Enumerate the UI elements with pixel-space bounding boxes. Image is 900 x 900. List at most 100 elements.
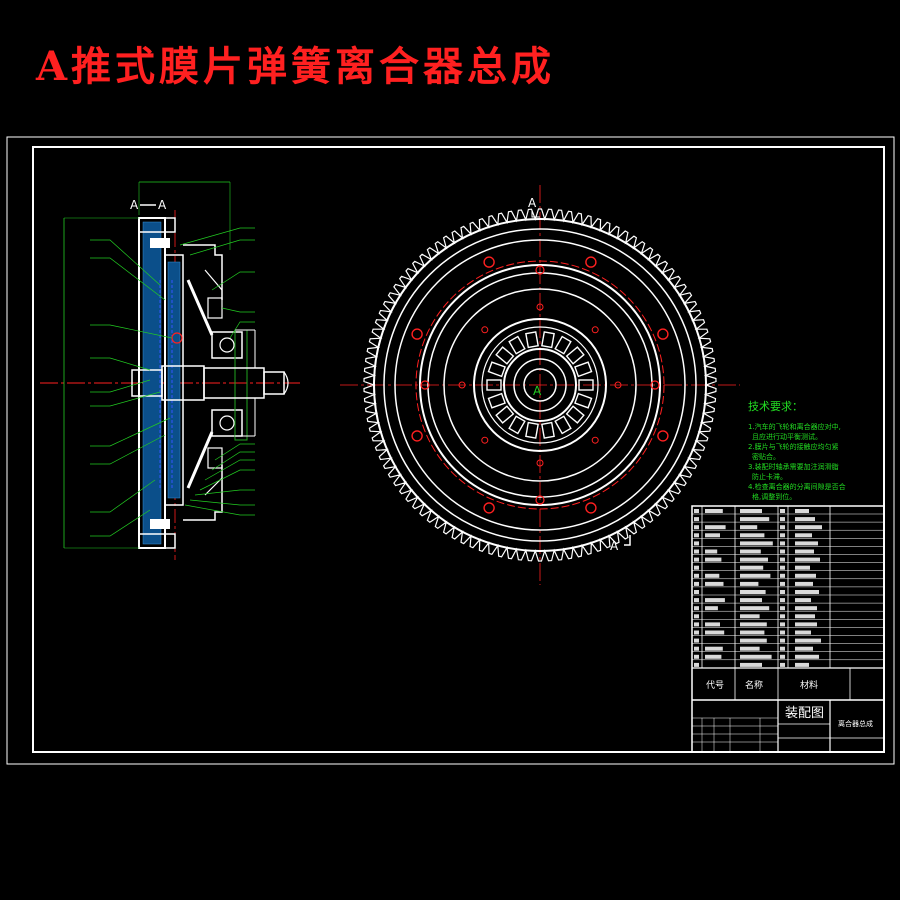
parts-list-cell [694,573,699,578]
spring-slot [574,392,593,409]
parts-list-cell [740,573,771,578]
parts-list-cell [780,654,785,659]
parts-list: 代号 名称 材料 装配图 离合器总成 [691,505,885,753]
parts-list-cell [740,606,770,611]
parts-list-cell [705,533,720,538]
parts-list-cell [705,573,720,578]
parts-list-cell [705,622,720,627]
parts-list-cell [780,517,785,522]
parts-list-cell [740,662,762,667]
tech-requirements: 技术要求： 1.汽车的飞轮和离合器应对中, 且应进行动平衡测试。 2.膜片与飞轮… [748,400,846,501]
parts-list-cell [705,654,722,659]
parts-list-cell [740,541,773,546]
parts-list-cell [795,573,816,578]
parts-list-cell [740,557,768,562]
section-arrow-bottom: A [610,539,619,553]
col-code: 代号 [706,680,724,691]
bolt-hole [483,256,495,268]
parts-list-cell [694,581,699,586]
spring-slot [565,405,585,424]
spring-slot [487,392,506,409]
parts-list-cell [795,517,815,522]
parts-list-cell [780,646,785,651]
rivet-hole [591,326,599,334]
bolt-hole [650,380,660,390]
tech-line: 3.装配时轴承需要加注润滑脂 [748,462,839,471]
parts-list-cell [694,517,699,522]
parts-list-cell [780,638,785,643]
parts-list-cell [795,622,817,627]
spring-slot [486,379,502,391]
parts-list-cell [694,638,699,643]
parts-list-cell [705,606,718,611]
parts-list-cell [694,622,699,627]
rivet-hole [591,436,599,444]
parts-list-cell [740,590,766,594]
inner-frame [32,146,885,753]
spring-slot [508,335,526,355]
parts-list-cell [740,533,765,538]
parts-list-cell [795,581,813,586]
parts-list-cell [795,654,819,659]
parts-list-cell [740,654,772,659]
parts-list-cell [780,557,785,562]
rivet-hole [481,326,489,334]
bolt-hole [535,495,545,505]
parts-list-cell [694,541,699,546]
parts-list-cell [694,654,699,659]
parts-list-cell [740,565,764,570]
parts-list-cell [740,622,767,627]
parts-list-cell [780,541,785,546]
parts-list-cell [780,573,785,578]
parts-list-cell [694,509,699,513]
section-label: A [158,198,167,212]
parts-list-cell [740,638,767,643]
bolt-hole [657,430,669,442]
center-label: A [533,384,542,398]
page-title: A推式膜片弹簧离合器总成 [36,43,556,90]
parts-list-cell [740,549,761,554]
parts-list-cell [780,630,785,635]
parts-list-cell [780,565,785,570]
parts-list-cell [795,646,813,651]
bolt-hole [657,328,669,340]
bolt-hole [420,380,430,390]
front-view: A A A [340,185,740,585]
section-label: A [130,198,139,212]
parts-list-cell [705,525,726,530]
spring-slot [541,421,555,439]
col-material: 材料 [800,679,818,691]
parts-list-cell [705,646,723,651]
parts-list-cell [705,630,725,635]
parts-list-cell [795,565,810,570]
spring-slot [554,415,572,435]
parts-list-cell [694,525,699,530]
bolt-hole [411,328,423,340]
parts-list-cell [694,646,699,651]
parts-list-cell [705,581,724,586]
parts-list-cell [780,614,785,619]
parts-list-cell [780,549,785,554]
parts-list-cell [780,590,785,594]
parts-list-cell [740,581,759,586]
rivet-hole [481,436,489,444]
parts-list-cell [694,662,699,667]
spring-slot [495,405,515,424]
bolt-hole [483,502,495,514]
section-arrow-top: A [528,196,537,210]
parts-list-cell [795,606,817,611]
parts-list-cell [740,630,765,635]
spring-slot [525,331,539,349]
ring-gear-teeth [363,208,717,562]
spring-slot [495,346,515,365]
parts-list-cell [780,606,785,611]
spring-slot [565,346,585,365]
tech-line: 防止卡滞。 [752,472,787,481]
parts-list-cell [705,557,722,562]
rivet-hole [536,459,544,467]
parts-list-cell [795,509,809,513]
bolt-hole [585,502,597,514]
parts-list-cell [694,606,699,611]
col-name: 名称 [745,679,763,691]
